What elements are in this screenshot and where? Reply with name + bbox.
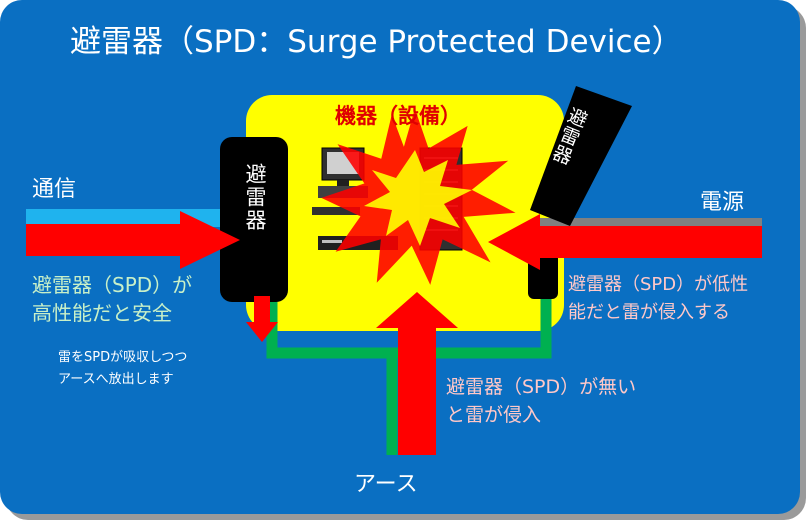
equipment-label: 機器（設備） — [335, 104, 461, 128]
right-arrester — [530, 86, 632, 226]
left-arrester-label: 避雷器 — [241, 163, 268, 232]
left-arrester — [220, 137, 288, 302]
left-note: 避雷器（SPD）が 高性能だと安全 — [32, 271, 192, 327]
left-arrester-text: 避雷器 — [243, 163, 267, 232]
bottom-note-line-2: と雷が侵入 — [446, 404, 542, 426]
right-note: 避雷器（SPD）が低性 能だと雷が侵入する — [568, 271, 748, 327]
left-small-note: 雷をSPDが吸収しつつ アースへ放出します — [58, 347, 187, 391]
diverted-surge-arrow — [246, 296, 278, 342]
comm-surge-arrow — [26, 211, 240, 269]
left-note-line-1: 避雷器（SPD）が — [32, 273, 193, 297]
earth-surge-arrow — [376, 292, 458, 455]
bottom-note: 避雷器（SPD）が無い と雷が侵入 — [446, 373, 636, 429]
left-small-note-line-2: アースへ放出します — [58, 372, 174, 387]
power-label: 電源 — [700, 190, 745, 215]
right-note-line-2: 能だと雷が侵入する — [568, 302, 730, 323]
lightning-burst-core — [364, 150, 472, 246]
power-surge-arrow — [488, 214, 762, 270]
left-small-note-line-1: 雷をSPDが吸収しつつ — [58, 350, 188, 365]
diagram-title: 避雷器（SPD：Surge Protected Device） — [70, 24, 683, 60]
comm-line — [26, 209, 226, 227]
bottom-note-line-1: 避雷器（SPD）が無い — [446, 376, 637, 398]
earth-label: アース — [354, 472, 418, 497]
left-note-line-2: 高性能だと安全 — [32, 301, 172, 325]
right-note-line-1: 避雷器（SPD）が低性 — [568, 274, 749, 295]
comm-label: 通信 — [32, 177, 77, 202]
